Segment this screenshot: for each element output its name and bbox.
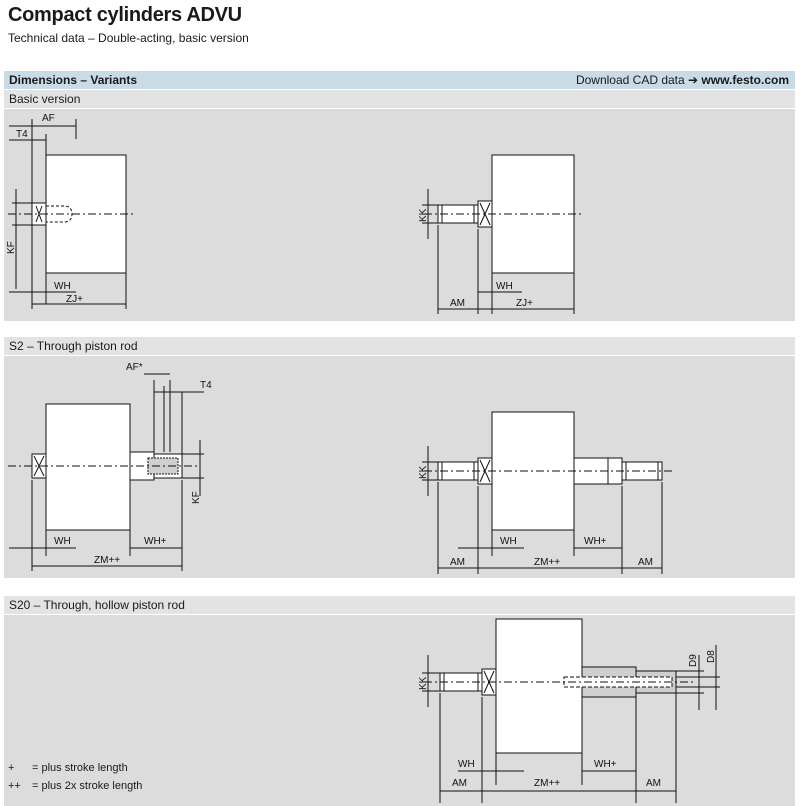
s20-drawing: KK D9 D8 WH WH+ AM ZM++ AM xyxy=(418,618,720,803)
dim-t4: T4 xyxy=(16,129,28,140)
variant-heading-basic: Basic version xyxy=(4,90,795,108)
drawing-panel-basic: AF T4 KF WH ZJ+ KK AM WH ZJ+ xyxy=(4,109,795,321)
section-bar: Dimensions – Variants Download CAD data … xyxy=(4,71,795,89)
legend-symbol: ++ xyxy=(8,780,21,792)
section-title: Dimensions – Variants xyxy=(9,73,138,87)
variant-heading-s20: S20 – Through, hollow piston rod xyxy=(4,596,795,614)
dim-kk: KK xyxy=(418,676,429,690)
dim-am: AM xyxy=(638,557,653,568)
dim-wh: WH xyxy=(458,759,475,770)
dim-wh-plus: WH+ xyxy=(594,759,617,770)
dim-kf: KF xyxy=(191,491,202,504)
dim-kk: KK xyxy=(418,208,429,222)
page-title: Compact cylinders ADVU xyxy=(8,4,242,26)
s2-drawing: AF* T4 KF WH WH+ ZM++ KK WH WH+ AM ZM++ … xyxy=(8,362,672,574)
legend-item: ++ = plus 2x stroke length xyxy=(8,780,142,792)
dim-kf: KF xyxy=(6,241,17,254)
dim-kk: KK xyxy=(418,465,429,479)
dim-am: AM xyxy=(646,778,661,789)
drawing-panel-s2: AF* T4 KF WH WH+ ZM++ KK WH WH+ AM ZM++ … xyxy=(4,356,795,578)
variant-label: S20 – Through, hollow piston rod xyxy=(9,598,185,612)
cad-download-link[interactable]: Download CAD data ➔ www.festo.com xyxy=(576,71,789,89)
download-url[interactable]: www.festo.com xyxy=(701,73,789,87)
variant-heading-s2: S2 – Through piston rod xyxy=(4,337,795,355)
legend-text: = plus stroke length xyxy=(32,762,128,774)
download-text: Download CAD data ➔ xyxy=(575,73,699,87)
legend-symbol: + xyxy=(8,762,15,774)
dim-wh-plus: WH+ xyxy=(144,536,167,547)
legend-item: + = plus stroke length xyxy=(8,762,128,774)
dim-af-star: AF* xyxy=(126,362,143,373)
dim-wh-plus: WH+ xyxy=(584,536,607,547)
dim-d8: D8 xyxy=(706,650,717,663)
dim-zm: ZM++ xyxy=(94,555,120,566)
dim-am: AM xyxy=(450,557,465,568)
variant-label: S2 – Through piston rod xyxy=(9,339,138,353)
dim-am: AM xyxy=(450,298,465,309)
variant-label: Basic version xyxy=(9,92,81,106)
dim-zm: ZM++ xyxy=(534,557,560,568)
page-subtitle: Technical data – Double-acting, basic ve… xyxy=(8,31,249,45)
drawing-panel-s20: KK D9 D8 WH WH+ AM ZM++ AM xyxy=(4,615,795,806)
dim-wh: WH xyxy=(54,281,71,292)
dim-wh: WH xyxy=(496,281,513,292)
dim-zj: ZJ+ xyxy=(66,294,83,305)
dim-t4: T4 xyxy=(200,380,212,391)
dim-am: AM xyxy=(452,778,467,789)
dim-af: AF xyxy=(42,113,55,124)
dim-wh: WH xyxy=(500,536,517,547)
basic-version-drawing: AF T4 KF WH ZJ+ KK AM WH ZJ+ xyxy=(6,113,584,314)
dim-zj: ZJ+ xyxy=(516,298,533,309)
dim-wh: WH xyxy=(54,536,71,547)
dim-zm: ZM++ xyxy=(534,778,560,789)
legend-text: = plus 2x stroke length xyxy=(32,780,143,792)
dim-d9: D9 xyxy=(688,654,699,667)
